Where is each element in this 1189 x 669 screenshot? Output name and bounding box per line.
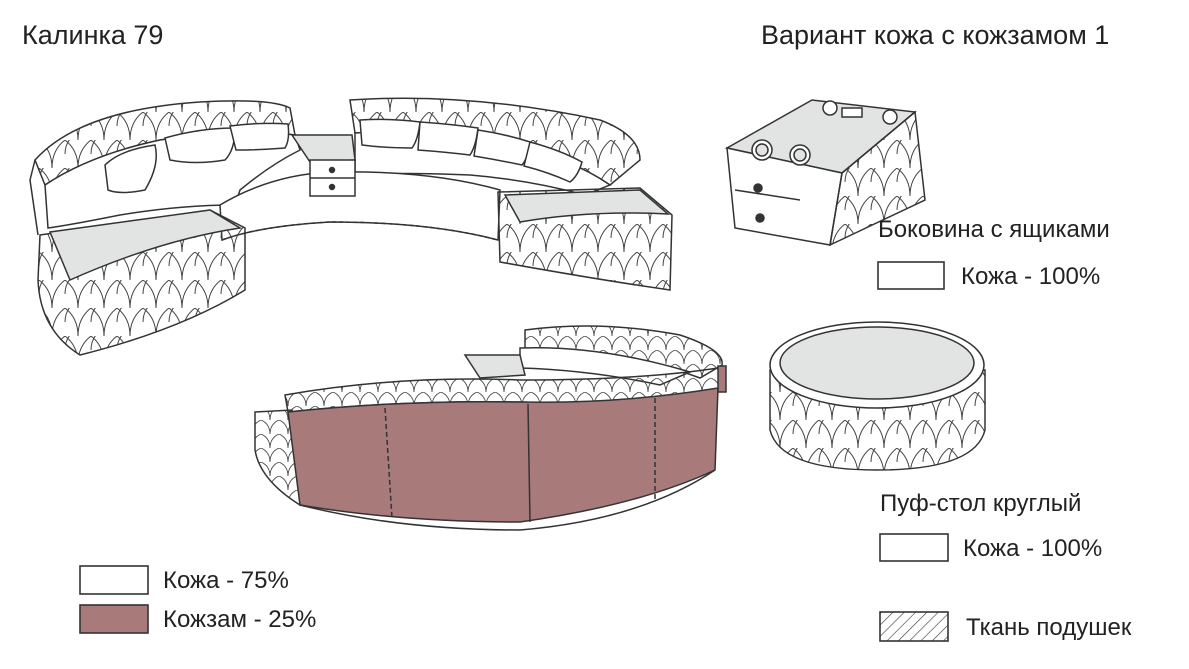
sofa-top-view [29, 97, 673, 356]
legend-faux-label: Кожзам - 25% [163, 606, 317, 633]
legend-leather-label: Кожа - 75% [163, 567, 289, 594]
sofa-back-view [254, 325, 727, 531]
legend-faux-swatch [79, 604, 149, 634]
side-unit-material: Кожа - 100% [961, 263, 1101, 290]
pouf-title: Пуф-стол круглый [880, 490, 1082, 517]
pouf-swatch [879, 533, 949, 562]
legend-cushion-label: Ткань подушек [966, 614, 1132, 641]
variant-title: Вариант кожа с кожзамом 1 [761, 20, 1110, 50]
side-unit-title: Боковина с ящиками [878, 216, 1110, 243]
pouf-material: Кожа - 100% [963, 535, 1103, 562]
model-title: Калинка 79 [22, 20, 164, 50]
side-unit-drawers [724, 99, 926, 247]
side-unit-swatch [877, 261, 945, 290]
legend-cushion-swatch [879, 611, 949, 642]
round-pouf-table [769, 321, 986, 471]
legend-leather-swatch [79, 565, 149, 595]
